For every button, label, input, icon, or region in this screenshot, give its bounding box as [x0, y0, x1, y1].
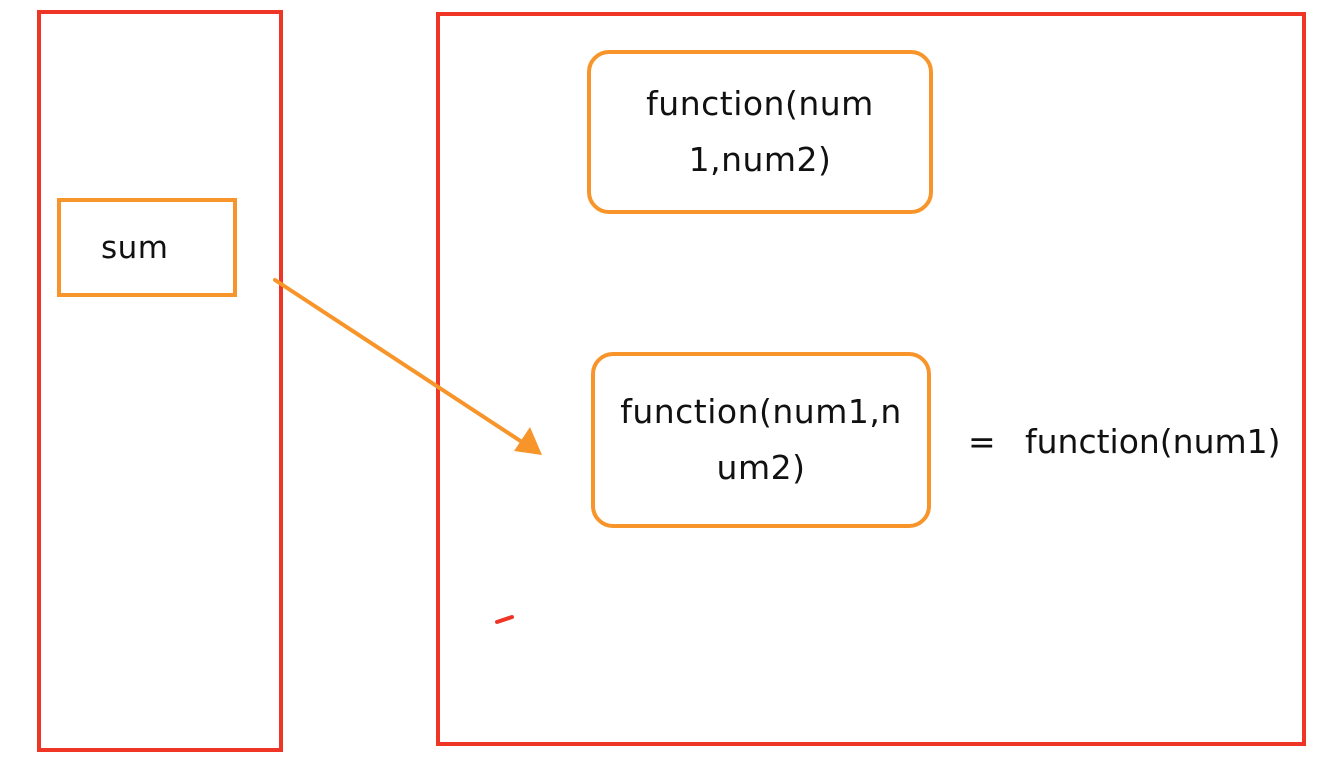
function-box-top-text: function(num 1,num2) [646, 84, 874, 179]
arrow-right-down-icon [273, 278, 542, 455]
equivalent-function-text: function(num1) [1025, 422, 1281, 461]
function-box-top: function(num 1,num2) [587, 50, 933, 214]
function-box-bottom: function(num1,n um2) [591, 352, 931, 528]
reference-arrow-head [514, 427, 542, 455]
reference-arrow-line [273, 278, 524, 444]
sum-variable-box: sum [57, 198, 237, 297]
heap-frame [436, 12, 1306, 746]
sum-variable-label: sum [101, 229, 169, 266]
dash-icon [495, 615, 514, 624]
stack-frame [37, 10, 283, 752]
function-box-bottom-text: function(num1,n um2) [620, 392, 902, 487]
equals-sign: = [968, 422, 996, 461]
